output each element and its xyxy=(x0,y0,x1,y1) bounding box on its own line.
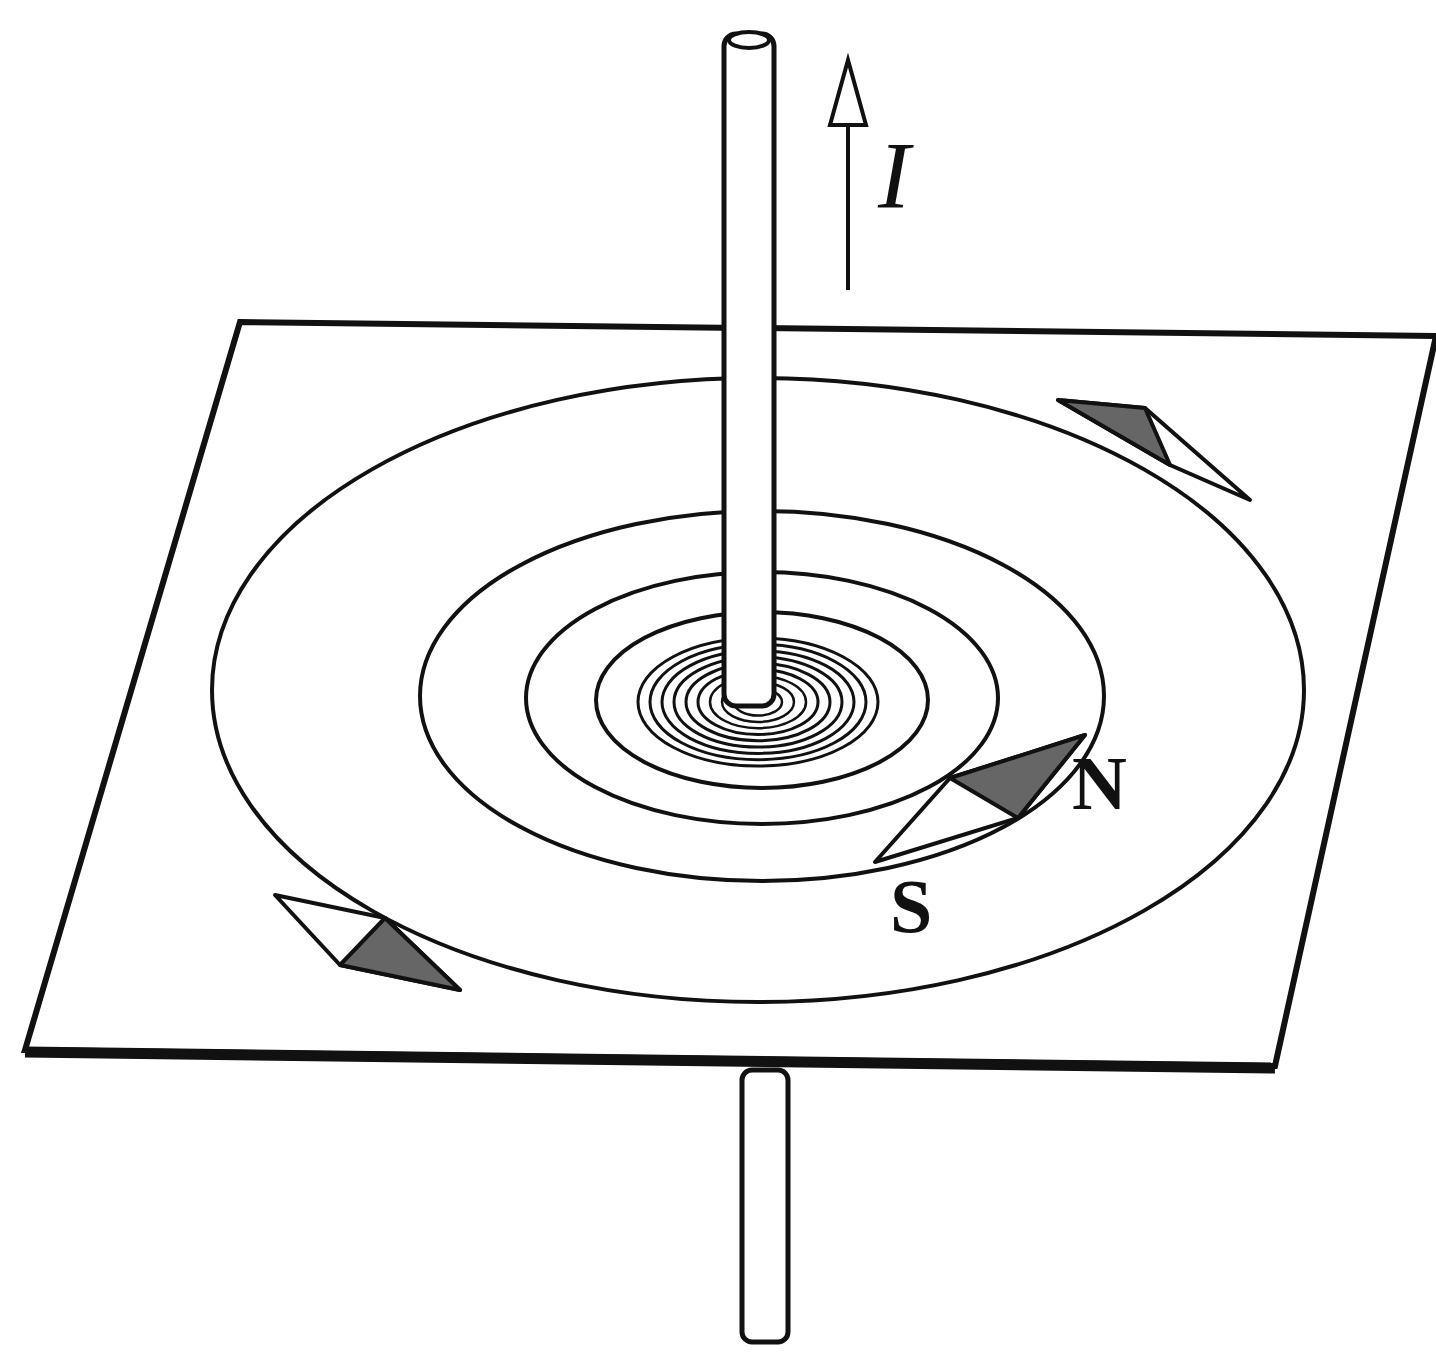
current-label: I xyxy=(878,128,910,224)
current-arrow xyxy=(846,120,850,290)
wire-end xyxy=(729,32,769,48)
wire-lower xyxy=(742,1070,788,1342)
wire-upper xyxy=(724,34,774,706)
north-pole-label: N xyxy=(1072,745,1127,821)
south-pole-label: S xyxy=(890,868,932,944)
plane-edge xyxy=(25,1052,1275,1068)
current-arrowhead xyxy=(830,60,866,125)
